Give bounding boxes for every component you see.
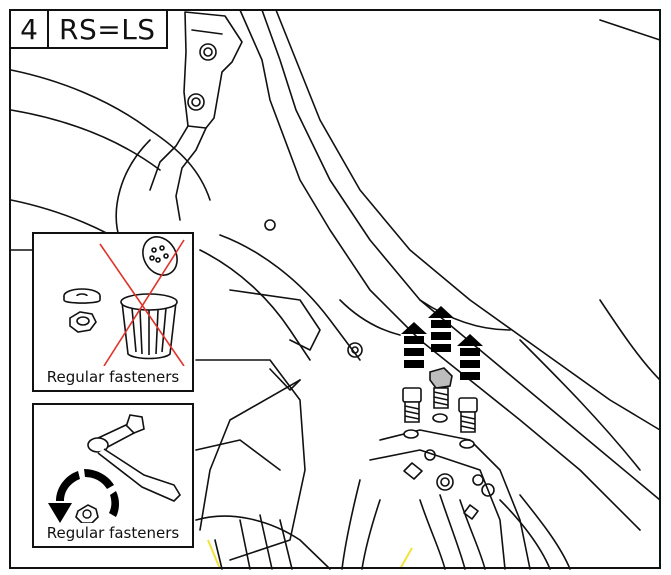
step-number: 4 <box>9 9 49 49</box>
nut-icon <box>69 311 97 333</box>
removal-arrow-2 <box>428 306 454 352</box>
diagram-frame <box>9 9 661 569</box>
removal-arrow-1 <box>401 322 427 368</box>
tighten-fasteners-caption: Regular fasteners <box>46 524 180 542</box>
washer-icon <box>63 288 101 304</box>
side-note: RS=LS <box>49 9 168 49</box>
tighten-fasteners-inset: Regular fasteners <box>32 403 194 548</box>
trash-bin-icon <box>120 236 178 360</box>
removal-arrow-3 <box>457 334 483 380</box>
discard-fasteners-inset: Regular fasteners <box>32 232 194 392</box>
discard-fasteners-caption: Regular fasteners <box>46 368 180 386</box>
step-header: 4 RS=LS <box>9 9 168 49</box>
rotate-clockwise-arrow-icon <box>48 469 119 523</box>
ratchet-wrench-icon <box>87 414 182 502</box>
